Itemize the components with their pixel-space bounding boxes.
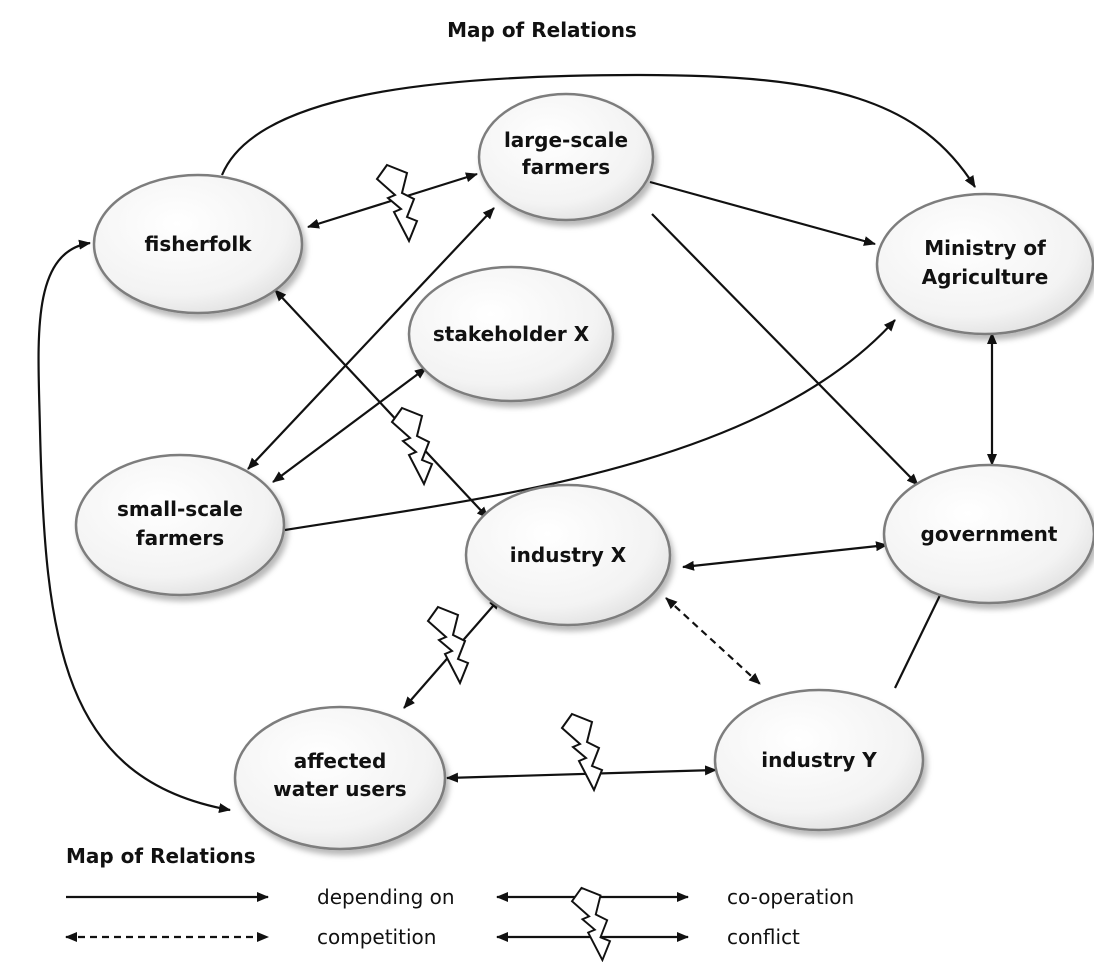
node-industry-x: industry X	[464, 483, 672, 627]
edge-fisherfolk-ministry	[220, 73, 976, 188]
node-fisherfolk: fisherfolk	[92, 173, 304, 315]
node-stakeholder-x: stakeholder X	[407, 265, 615, 403]
edge-industryx-industryy	[665, 597, 761, 685]
legend-conflict-label: conflict	[727, 925, 800, 949]
node-label: industry Y	[761, 748, 877, 772]
node-affected-water-users: affected water users	[233, 705, 447, 851]
edge-fisherfolk-affected	[37, 239, 231, 813]
legend: Map of Relations depending on co-operati…	[65, 844, 854, 962]
node-large-scale-farmers: large-scale farmers	[477, 92, 655, 222]
edge-industryy-government	[894, 584, 946, 689]
legend-depending-on-label: depending on	[317, 885, 455, 909]
edge-largescale-ministry	[649, 180, 876, 246]
node-label: small-scale	[117, 497, 243, 521]
node-label: Ministry of	[924, 236, 1046, 260]
conflict-markers	[375, 163, 604, 793]
legend-title: Map of Relations	[66, 844, 256, 868]
node-label: large-scale	[504, 128, 628, 152]
conflict-bolt-icon	[560, 712, 604, 793]
node-label: fisherfolk	[145, 232, 253, 256]
conflict-bolt-icon	[390, 406, 434, 487]
legend-conflict-bolt-icon	[570, 886, 612, 962]
node-industry-y: industry Y	[713, 688, 925, 832]
edge-smallscale-ministry	[284, 319, 896, 532]
node-government: government	[882, 463, 1094, 605]
conflict-bolt-icon	[375, 163, 419, 244]
edge-affected-industryy	[446, 765, 717, 783]
legend-competition-label: competition	[317, 925, 436, 949]
edge-industryx-government	[682, 541, 888, 571]
node-label: affected	[294, 749, 387, 773]
edge-largescale-government	[651, 213, 919, 486]
legend-co-operation-label: co-operation	[727, 885, 854, 909]
node-label: government	[921, 522, 1058, 546]
node-label: water users	[273, 777, 406, 801]
relation-edges	[37, 73, 997, 813]
node-label: farmers	[136, 526, 224, 550]
node-label: stakeholder X	[433, 322, 590, 346]
node-label: farmers	[522, 155, 610, 179]
conflict-bolt-icon	[426, 605, 470, 686]
edge-smallscale-stakeholderx	[272, 367, 427, 483]
node-label: industry X	[510, 543, 627, 567]
diagram-title: Map of Relations	[447, 18, 637, 42]
node-ministry-of-agriculture: Ministry of Agriculture	[875, 192, 1094, 336]
node-label: Agriculture	[922, 265, 1049, 289]
node-small-scale-farmers: small-scale farmers	[74, 453, 286, 597]
